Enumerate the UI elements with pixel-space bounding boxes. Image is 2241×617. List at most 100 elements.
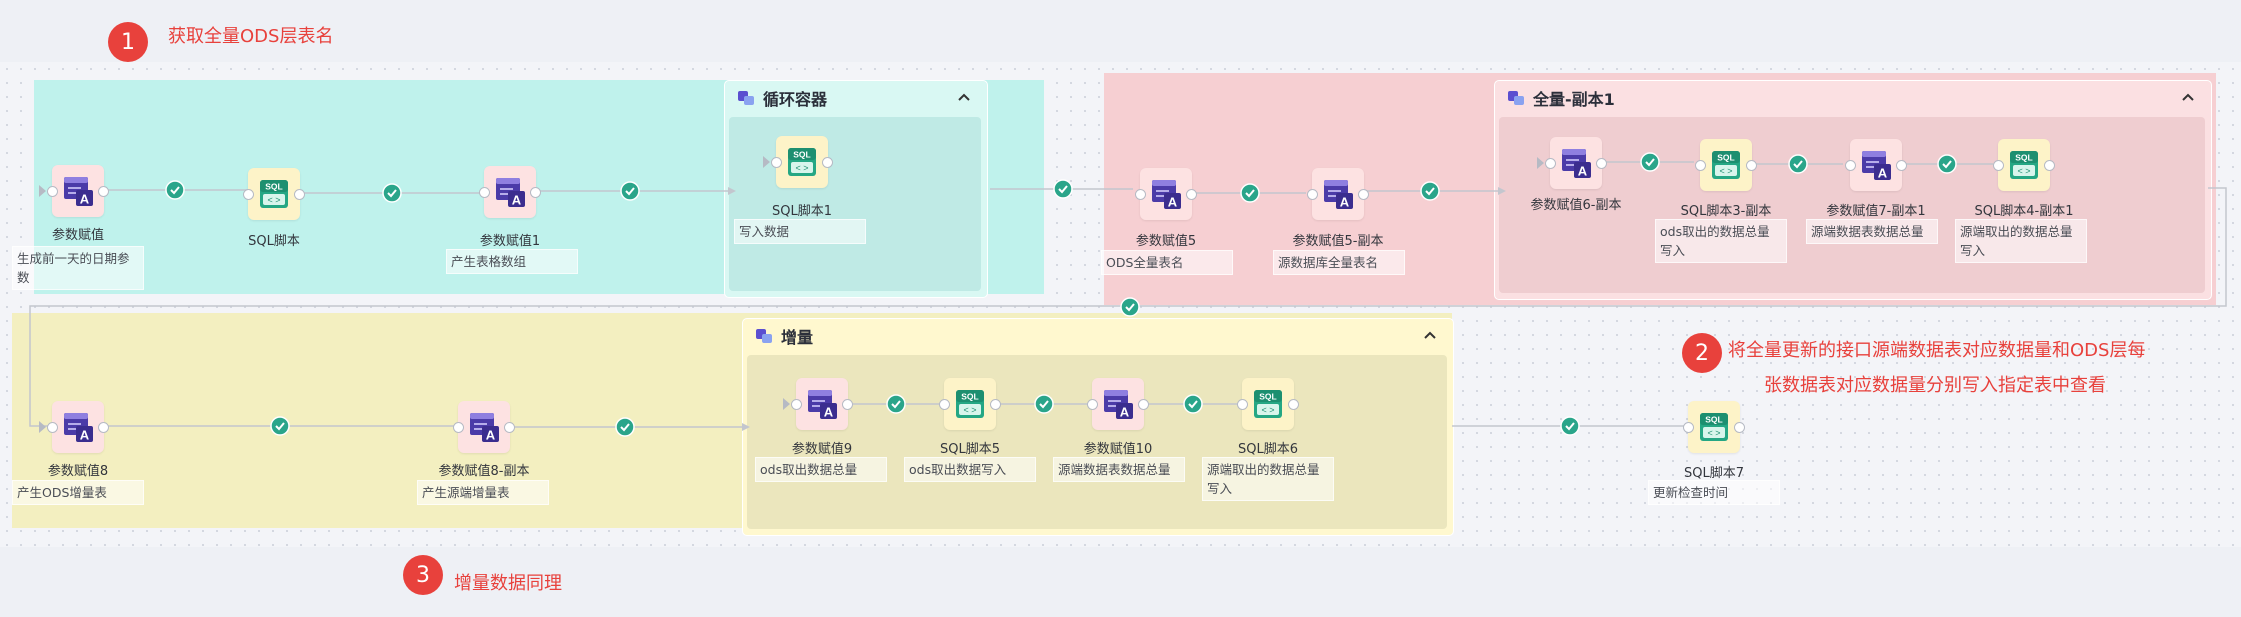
full-copy-container[interactable]: 全量-副本1	[1494, 80, 2212, 300]
output-port[interactable]	[530, 187, 541, 198]
param-assign-node[interactable]: A	[1537, 137, 1607, 189]
svg-text:< >: < >	[1261, 405, 1274, 415]
sql-script-node[interactable]: SQL< >	[1695, 139, 1757, 191]
edge-arrow	[1498, 187, 1506, 195]
input-port[interactable]	[1695, 160, 1706, 171]
svg-text:SQL: SQL	[1259, 392, 1276, 402]
input-port[interactable]	[1237, 399, 1248, 410]
output-port[interactable]	[1746, 160, 1757, 171]
param-assign-node[interactable]: A	[39, 401, 109, 453]
svg-text:A: A	[486, 428, 496, 443]
output-port[interactable]	[1596, 158, 1607, 169]
param-assign-node[interactable]: A	[479, 166, 541, 218]
annotation-badge-1: 1	[108, 22, 148, 62]
input-port[interactable]	[47, 186, 58, 197]
sql-script-node[interactable]: SQL< >	[1683, 401, 1745, 453]
node-label: SQL脚本7	[1684, 466, 1744, 481]
full-copy-container-title: 全量-副本1	[1533, 90, 1615, 109]
sql-script-node[interactable]: SQL< >	[939, 378, 1001, 430]
param-assign-icon: A	[1324, 180, 1353, 210]
node-label: 参数赋值5-副本	[1292, 234, 1384, 249]
sql-script-node[interactable]: SQL < >	[1237, 378, 1299, 430]
success-check-icon	[1560, 416, 1580, 436]
output-port[interactable]	[1358, 189, 1369, 200]
input-port[interactable]	[1845, 160, 1856, 171]
node-description: ODS全量表名	[1101, 250, 1233, 275]
param-assign-node[interactable]: A	[783, 378, 853, 430]
output-port[interactable]	[504, 422, 515, 433]
param-assign-node[interactable]: A	[39, 165, 109, 217]
output-port[interactable]	[2044, 160, 2055, 171]
input-port[interactable]	[1307, 189, 1318, 200]
incremental-container-header[interactable]: 增量	[743, 319, 1453, 353]
param-assign-icon: A	[808, 390, 837, 420]
sql-script-node[interactable]: SQL< >	[1993, 139, 2055, 191]
entry-arrow-icon	[783, 398, 790, 410]
svg-text:A: A	[512, 193, 522, 208]
annotation-text-1: 获取全量ODS层表名	[168, 26, 334, 47]
node-description: 写入数据	[734, 219, 866, 244]
param-assign-node[interactable]: A	[1135, 168, 1197, 220]
collapse-chevron-icon[interactable]	[2179, 89, 2197, 107]
param-assign-node[interactable]: A	[1087, 378, 1149, 430]
collapse-chevron-icon[interactable]	[955, 89, 973, 107]
param-assign-node[interactable]: A	[453, 401, 515, 453]
output-port[interactable]	[822, 157, 833, 168]
node-description: ods取出的数据总量写入	[1655, 219, 1787, 263]
sql-script-icon: SQL< >	[788, 148, 816, 176]
sql-script-node[interactable]: SQL< >	[763, 136, 833, 188]
full-copy-container-header[interactable]: 全量-副本1	[1495, 81, 2211, 115]
success-check-icon	[615, 417, 635, 437]
svg-text:< >: < >	[267, 195, 280, 205]
node-label: 参数赋值10	[1083, 442, 1153, 457]
input-port[interactable]	[1545, 158, 1556, 169]
output-port[interactable]	[1186, 189, 1197, 200]
sql-script-icon: SQL< >	[2010, 151, 2038, 179]
input-port[interactable]	[939, 399, 950, 410]
param-assign-node[interactable]: A	[1307, 168, 1369, 220]
success-check-icon	[382, 183, 402, 203]
node-label: SQL脚本1	[772, 204, 832, 219]
input-port[interactable]	[243, 189, 254, 200]
loop-container[interactable]: 循环容器	[724, 80, 988, 298]
svg-text:SQL: SQL	[265, 182, 282, 192]
param-assign-icon: A	[470, 413, 499, 443]
loop-container-header[interactable]: 循环容器	[725, 81, 987, 115]
node-description: 源端数据表数据总量	[1053, 457, 1185, 482]
input-port[interactable]	[453, 422, 464, 433]
input-port[interactable]	[771, 157, 782, 168]
input-port[interactable]	[791, 399, 802, 410]
input-port[interactable]	[1087, 399, 1098, 410]
output-port[interactable]	[842, 399, 853, 410]
svg-text:< >: < >	[795, 163, 808, 173]
param-assign-node[interactable]: A	[1845, 139, 1907, 191]
output-port[interactable]	[990, 399, 1001, 410]
param-assign-icon: A	[1862, 151, 1891, 181]
input-port[interactable]	[47, 422, 58, 433]
output-port[interactable]	[294, 189, 305, 200]
output-port[interactable]	[1138, 399, 1149, 410]
success-check-icon	[620, 181, 640, 201]
annotation-badge-2: 2	[1682, 333, 1722, 373]
success-check-icon	[1420, 181, 1440, 201]
output-port[interactable]	[1734, 422, 1745, 433]
collapse-chevron-icon[interactable]	[1421, 327, 1439, 345]
input-port[interactable]	[479, 187, 490, 198]
node-description: 产生ODS增量表	[12, 480, 144, 505]
node-label: SQL脚本5	[940, 442, 1000, 457]
node-label: 参数赋值7-副本1	[1826, 204, 1926, 219]
input-port[interactable]	[1993, 160, 2004, 171]
output-port[interactable]	[1896, 160, 1907, 171]
sql-script-node[interactable]: SQL < >	[243, 168, 305, 220]
node-description: 产生源端增量表	[417, 480, 549, 505]
svg-text:A: A	[1340, 195, 1350, 210]
annotation-badge-3: 3	[403, 555, 443, 595]
svg-text:A: A	[1168, 195, 1178, 210]
output-port[interactable]	[98, 186, 109, 197]
output-port[interactable]	[98, 422, 109, 433]
input-port[interactable]	[1683, 422, 1694, 433]
node-description: 更新检查时间	[1648, 480, 1780, 505]
loop-container-body	[729, 117, 981, 291]
input-port[interactable]	[1135, 189, 1146, 200]
output-port[interactable]	[1288, 399, 1299, 410]
